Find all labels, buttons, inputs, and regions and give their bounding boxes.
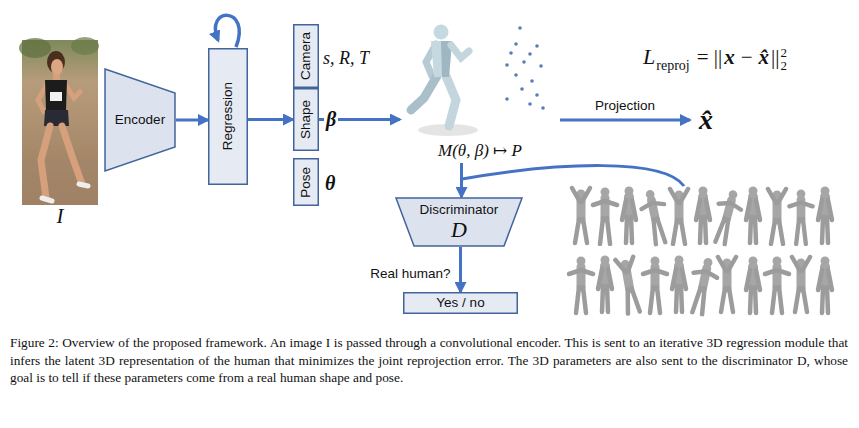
norm-power: 2 (780, 46, 787, 59)
minus-sign: − (741, 45, 753, 69)
figure-caption: Figure 2: Overview of the proposed frame… (10, 334, 848, 387)
equals-norm: = || (697, 45, 723, 69)
runner-photo (19, 37, 99, 205)
camera-label: Camera (298, 32, 314, 80)
connector-arrow (319, 118, 400, 121)
outline-shape (294, 89, 319, 151)
node-content: I (57, 204, 64, 228)
shape-box: Shape (293, 88, 319, 151)
input-image: I (22, 40, 98, 230)
connector-arrow (560, 119, 690, 122)
outline-shape (294, 25, 319, 88)
norm-subscript: 2 (780, 59, 787, 72)
image-symbol: I (57, 204, 64, 228)
outline-shape (209, 49, 248, 185)
connector-arrow (460, 163, 463, 197)
discriminator-label: Discriminator (420, 202, 499, 218)
body-mesh (411, 25, 478, 137)
body-model: M(θ, β) ↦ P (400, 25, 560, 163)
model-formula: M(θ, β) ↦ P (438, 141, 522, 161)
node-content: x̂ (699, 104, 713, 136)
camera-box: Camera (293, 24, 319, 88)
outline-shape (396, 198, 522, 246)
keypoints-symbol: x (724, 45, 735, 69)
node-content: Shape (298, 100, 314, 139)
edge-label: Projection (593, 98, 657, 114)
shape-symbol: β (324, 108, 338, 131)
node-content: M(θ, β) ↦ P (438, 141, 522, 161)
node-content: Regression (220, 82, 236, 150)
output-box: Yes / no (403, 292, 518, 314)
discriminator-trapezoid: DiscriminatorD (395, 197, 523, 247)
node-content: Camera (298, 32, 314, 80)
outline-shape (404, 293, 518, 314)
encoder-label: Encoder (115, 112, 165, 128)
connector-arrow (176, 119, 208, 122)
node-content: Pose (298, 167, 314, 198)
node-content: DiscriminatorD (420, 202, 499, 243)
output-label: Yes / no (436, 295, 484, 311)
projected-keypoints: x̂ (690, 102, 722, 138)
node-content: Encoder (115, 112, 165, 128)
camera-params: s, R, T (323, 48, 369, 69)
loss-formula: Lreproj = ||x−x̂||22 (643, 44, 787, 74)
keypoint-dots (505, 26, 545, 110)
shape-label: Shape (298, 100, 314, 139)
connector-arrow (459, 247, 462, 292)
projection-symbol: x̂ (759, 45, 770, 69)
connector-arrow (248, 118, 293, 121)
pose-box: Pose (293, 158, 319, 206)
edge-label: Real human? (368, 266, 452, 282)
norm-bar: || (771, 45, 779, 69)
iteration-loop-arrow (215, 15, 239, 47)
outline-shape (294, 159, 319, 206)
loss-symbol: L (643, 44, 655, 69)
norm-script-stack: 22 (780, 46, 787, 72)
outline-shape (105, 69, 175, 171)
pose-symbol: θ (325, 172, 335, 195)
node-content: Yes / no (436, 295, 484, 311)
projection-symbol: x̂ (699, 104, 713, 136)
loss-subscript: reproj (656, 58, 689, 74)
pose-label: Pose (298, 167, 314, 198)
regression-box: Regression (208, 48, 248, 185)
discriminator-symbol: D (451, 217, 467, 242)
mesh-collection (569, 187, 832, 316)
prior-data-arrow (462, 166, 684, 186)
regression-label: Regression (220, 82, 236, 150)
encoder-trapezoid: Encoder (104, 68, 176, 172)
